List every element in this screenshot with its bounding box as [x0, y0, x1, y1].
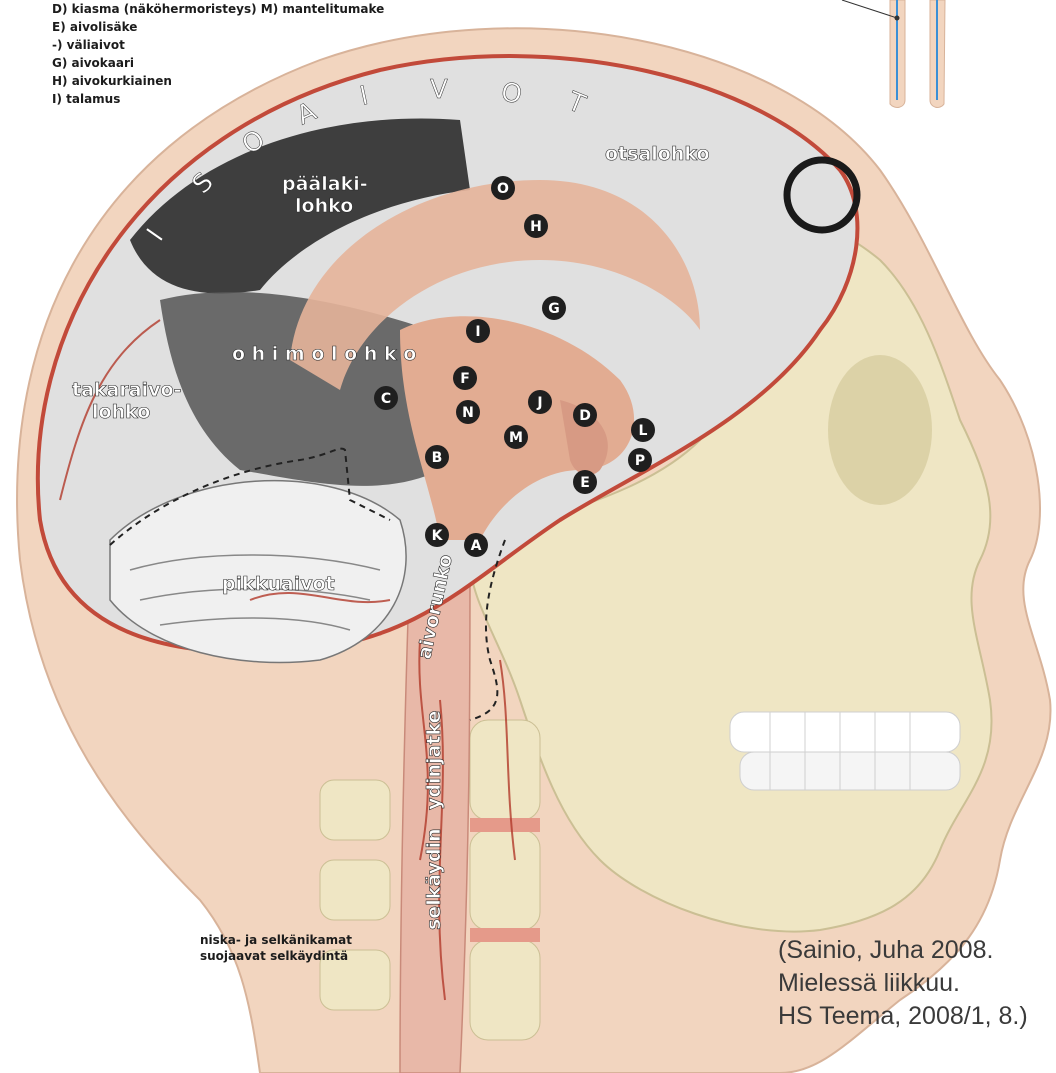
marker-m: M: [504, 425, 528, 449]
legend-item: ‑) väliaivot: [52, 36, 384, 54]
marker-i: I: [466, 319, 490, 343]
label-otsalohko: otsalohko: [605, 143, 710, 165]
label-paalakilohko-2: lohko: [295, 195, 353, 217]
marker-j: J: [528, 390, 552, 414]
marker-h: H: [524, 214, 548, 238]
marker-c: C: [374, 386, 398, 410]
eye-socket: [828, 355, 932, 505]
marker-o: O: [491, 176, 515, 200]
body-figure: [842, 0, 945, 107]
isoaivot-letter: V: [430, 75, 448, 105]
vertebrae-note-line2: suojaavat selkäydintä: [200, 949, 348, 963]
legend-item: I) talamus: [52, 90, 384, 108]
marker-letter: E: [580, 475, 590, 491]
marker-a: A: [464, 533, 488, 557]
marker-g: G: [542, 296, 566, 320]
marker-p: P: [628, 448, 652, 472]
legend-item: E) aivolisäke: [52, 18, 384, 36]
marker-e: E: [573, 470, 597, 494]
marker-letter: O: [497, 181, 509, 197]
marker-letter: P: [635, 453, 645, 469]
legend-item: G) aivokaari: [52, 54, 384, 72]
marker-letter: L: [639, 423, 648, 439]
label-takaraivolohko-1: takaraivo-: [72, 379, 181, 401]
marker-letter: F: [460, 371, 470, 387]
marker-k: K: [425, 523, 449, 547]
marker-letter: A: [471, 538, 482, 554]
citation-line: (Sainio, Juha 2008.: [778, 934, 1028, 967]
vertebrae-note-line1: niska- ja selkänikamat: [200, 933, 352, 947]
label-ydinjatke: ydinjatke: [423, 711, 445, 810]
marker-n: N: [456, 400, 480, 424]
marker-letter: N: [462, 405, 474, 421]
label-takaraivolohko-2: lohko: [92, 401, 150, 423]
label-pikkuaivot: pikkuaivot: [222, 573, 335, 595]
marker-letter: C: [381, 391, 391, 407]
marker-letter: G: [548, 301, 560, 317]
legend-item: D) kiasma (näköhermoristeys) M) mantelit…: [52, 0, 384, 18]
marker-l: L: [631, 418, 655, 442]
marker-b: B: [425, 445, 449, 469]
marker-f: F: [453, 366, 477, 390]
marker-letter: M: [509, 430, 523, 446]
marker-letter: K: [432, 528, 444, 544]
citation-line: Mielessä liikkuu.: [778, 967, 1028, 1000]
legend-item: H) aivokurkiainen: [52, 72, 384, 90]
citation-line: HS Teema, 2008/1, 8.): [778, 1000, 1028, 1033]
label-ohimolohko: o h i m o l o h k o: [232, 343, 416, 365]
marker-d: D: [573, 403, 597, 427]
label-selkaydin: selkäydin: [423, 828, 445, 930]
marker-letter: J: [536, 395, 542, 411]
marker-letter: H: [530, 219, 542, 235]
marker-letter: D: [579, 408, 591, 424]
citation: (Sainio, Juha 2008. Mielessä liikkuu. HS…: [778, 934, 1028, 1033]
teeth: [730, 712, 960, 790]
marker-letter: B: [432, 450, 443, 466]
cerebellum: [110, 481, 406, 663]
label-paalakilohko-1: päälaki-: [282, 173, 368, 195]
legend: D) kiasma (näköhermoristeys) M) mantelit…: [52, 0, 384, 108]
marker-letter: I: [475, 324, 480, 340]
